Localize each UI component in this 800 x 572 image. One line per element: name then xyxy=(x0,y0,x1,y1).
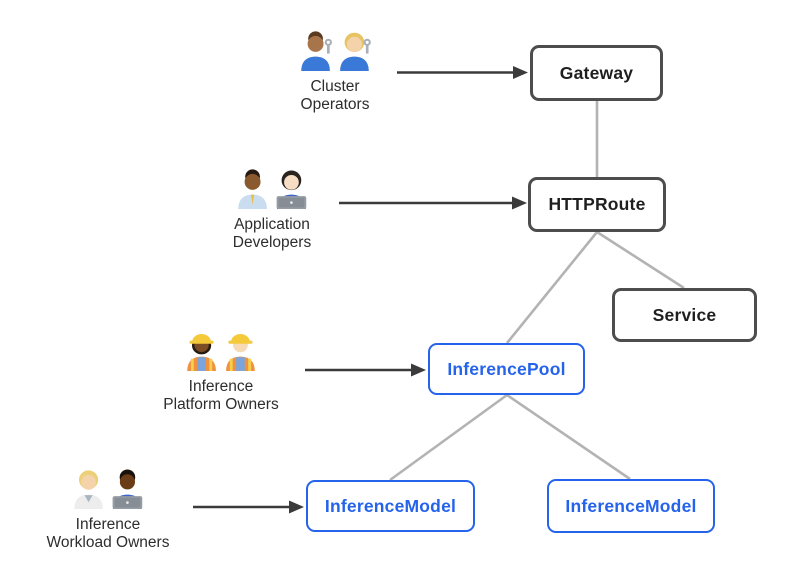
inferencepool-node: InferencePool xyxy=(428,343,585,395)
office-worker-and-technologist-icon xyxy=(238,169,307,209)
service-label: Service xyxy=(652,304,717,325)
service-node: Service xyxy=(612,288,757,342)
inference-platform-owners-label: Inference Platform Owners xyxy=(163,378,279,413)
persona-inference-workload-owners: Inference Workload Owners xyxy=(23,466,193,552)
health-worker-and-technologist-icon xyxy=(74,469,143,509)
inference-workload-owners-label: Inference Workload Owners xyxy=(46,516,170,551)
gateway-node: Gateway xyxy=(530,45,663,101)
mechanics-pair-icon xyxy=(301,31,371,71)
cluster-operators-label: Cluster Operators xyxy=(300,78,370,113)
edge-pool-model-left xyxy=(389,393,508,482)
inferencemodel-node-left: InferenceModel xyxy=(306,480,475,532)
inferencemodel-right-label: InferenceModel xyxy=(565,495,697,516)
httproute-node: HTTPRoute xyxy=(528,177,666,232)
inferencemodel-left-label: InferenceModel xyxy=(324,495,457,516)
persona-application-developers: Application Developers xyxy=(187,166,357,252)
application-developers-label: Application Developers xyxy=(232,216,312,251)
construction-workers-pair-icon xyxy=(187,334,255,371)
arrow-cluster-operators-gateway xyxy=(397,66,528,79)
edge-httproute-service xyxy=(596,230,685,290)
inferencemodel-node-right: InferenceModel xyxy=(547,479,715,533)
edge-httproute-inferencepool xyxy=(505,231,599,344)
gateway-label: Gateway xyxy=(559,62,634,83)
edge-pool-model-right xyxy=(506,393,631,481)
arrow-platform-owners-inferencepool xyxy=(305,363,426,377)
inferencepool-label: InferencePool xyxy=(447,358,566,379)
persona-cluster-operators: Cluster Operators xyxy=(250,28,420,114)
httproute-label: HTTPRoute xyxy=(548,194,646,214)
arrow-application-developers-httproute xyxy=(339,196,527,210)
persona-inference-platform-owners: Inference Platform Owners xyxy=(136,328,306,414)
arrow-workload-owners-inferencemodel xyxy=(193,500,304,514)
